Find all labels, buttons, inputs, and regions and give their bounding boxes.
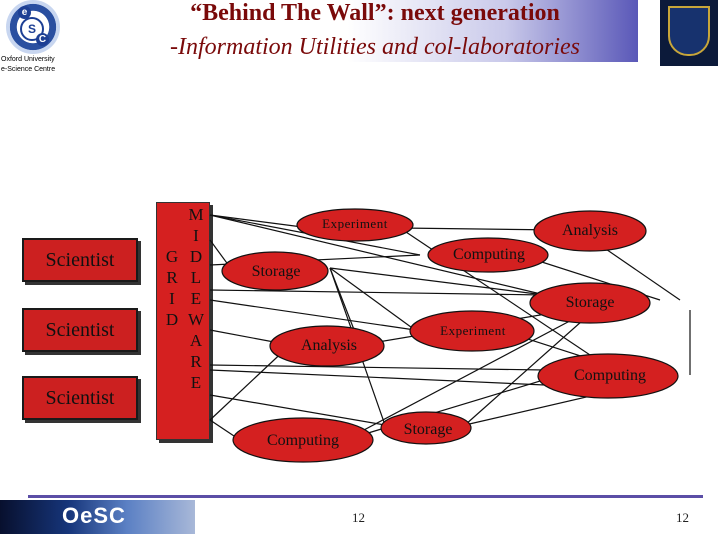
storage-node-3: [380, 411, 472, 445]
logo-caption-line1: Oxford University: [1, 56, 55, 63]
middleware-left-letter: G: [165, 247, 179, 266]
computing-node-1: [427, 237, 549, 273]
experiment-label-2: Experiment: [440, 323, 506, 338]
middleware-left-letter: R: [166, 268, 178, 287]
network-link: [209, 364, 546, 371]
computing-label-2: Computing: [573, 367, 646, 384]
esc-logo-letter-e: e: [18, 6, 31, 19]
middleware-right-letter: I: [193, 226, 199, 245]
network-link: [329, 267, 416, 331]
computing-node-3: [232, 417, 374, 463]
oesc-footer-banner: [0, 500, 195, 534]
middleware-right-letter: M: [188, 205, 204, 224]
analysis-label-1: Analysis: [562, 222, 618, 239]
network-link: [464, 304, 601, 426]
analysis-node-1: [533, 210, 647, 252]
middleware-left-column: G R I D: [162, 205, 182, 394]
network-link: [209, 214, 546, 296]
experiment-label-1: Experiment: [322, 216, 388, 231]
network-link: [399, 227, 561, 231]
network-link: [209, 289, 546, 296]
analysis-label-2: Analysis: [301, 337, 357, 354]
network-link: [209, 214, 311, 229]
resource-nodes: [221, 208, 679, 463]
middleware-left-letter: I: [169, 289, 175, 308]
middleware-right-letter: R: [190, 352, 202, 371]
storage-label-2: Storage: [565, 294, 615, 311]
network-link: [209, 394, 386, 426]
computing-node-2: [537, 353, 679, 399]
scientist-box-1: Scientist: [22, 238, 138, 282]
middleware-right-letter: E: [190, 289, 202, 308]
middleware-right-letter: W: [187, 310, 205, 329]
experiment-node-2: [409, 310, 535, 352]
page-number-center: 12: [352, 510, 365, 525]
network-link: [344, 304, 601, 441]
scientist-box-3: Scientist: [22, 376, 138, 420]
crest-shield-icon: [668, 6, 710, 56]
storage-node-1: [221, 251, 329, 291]
network-link: [329, 267, 546, 296]
middleware-right-letter: D: [189, 247, 203, 266]
storage-label-3: Storage: [403, 421, 453, 438]
network-link: [209, 369, 546, 386]
scientist-box-2: Scientist: [22, 308, 138, 352]
middleware-right-column: M I D L E W A R E: [186, 205, 206, 394]
middleware-left-letter: D: [165, 310, 179, 329]
network-link: [209, 344, 291, 421]
logo-caption-line2: e-Science Centre: [1, 66, 56, 73]
storage-node-2: [529, 282, 651, 324]
experiment-node-1: [296, 208, 414, 242]
middleware-right-letter: E: [190, 373, 202, 392]
storage-label-1: Storage: [251, 263, 301, 280]
grid-middleware-bar: [156, 202, 210, 440]
slide-title-line2: -Information Utilities and col-laborator…: [170, 34, 580, 60]
footer-divider: [28, 495, 703, 498]
network-link: [599, 244, 681, 301]
oesc-banner-text: OeSC: [62, 503, 126, 528]
esc-logo-letter-c: C: [36, 33, 49, 46]
page-number-right: 12: [676, 510, 689, 525]
title-banner: [110, 0, 638, 62]
network-link: [209, 299, 416, 331]
computing-label-1: Computing: [452, 246, 525, 263]
computing-label-3: Computing: [266, 432, 339, 449]
slide-title-line1: “Behind The Wall”: next generation: [190, 0, 560, 26]
analysis-node-2: [269, 325, 385, 367]
middleware-right-letter: A: [189, 331, 203, 350]
middleware-right-letter: L: [190, 268, 202, 287]
